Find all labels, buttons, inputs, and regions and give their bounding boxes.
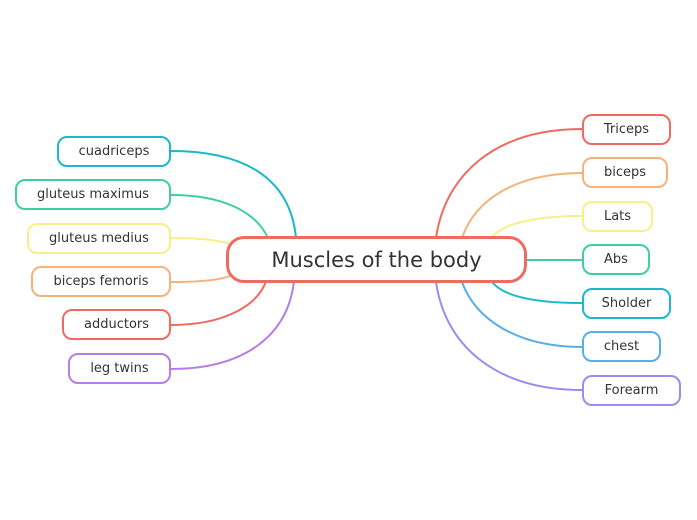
central-topic[interactable]: Muscles of the body [226,236,527,283]
topic-abs[interactable]: Abs [582,244,650,275]
topic-chest[interactable]: chest [582,331,661,362]
connector-gluteus-medius [170,237,231,245]
connector-lats [491,215,583,238]
topic-sholder[interactable]: Sholder [582,288,671,319]
topic-leg-twins[interactable]: leg twins [68,353,171,384]
connector-triceps [435,128,583,239]
topic-biceps[interactable]: biceps [582,157,668,188]
topic-biceps-femoris[interactable]: biceps femoris [31,266,171,297]
connector-chest [461,281,583,348]
connector-biceps [461,172,583,239]
connector-forearm [435,281,583,391]
topic-lats[interactable]: Lats [582,201,653,232]
connector-leg-twins [170,280,295,370]
connector-sholder [491,281,583,304]
connector-cuadriceps [170,150,297,239]
topic-gluteus-medius[interactable]: gluteus medius [27,223,171,254]
topic-forearm[interactable]: Forearm [582,375,681,406]
topic-cuadriceps[interactable]: cuadriceps [57,136,171,167]
topic-gluteus-maximus[interactable]: gluteus maximus [15,179,171,210]
connector-gluteus-maximus [170,194,269,239]
connector-adductors [170,280,267,326]
connector-biceps-femoris [170,274,233,283]
topic-adductors[interactable]: adductors [62,309,171,340]
topic-triceps[interactable]: Triceps [582,114,671,145]
